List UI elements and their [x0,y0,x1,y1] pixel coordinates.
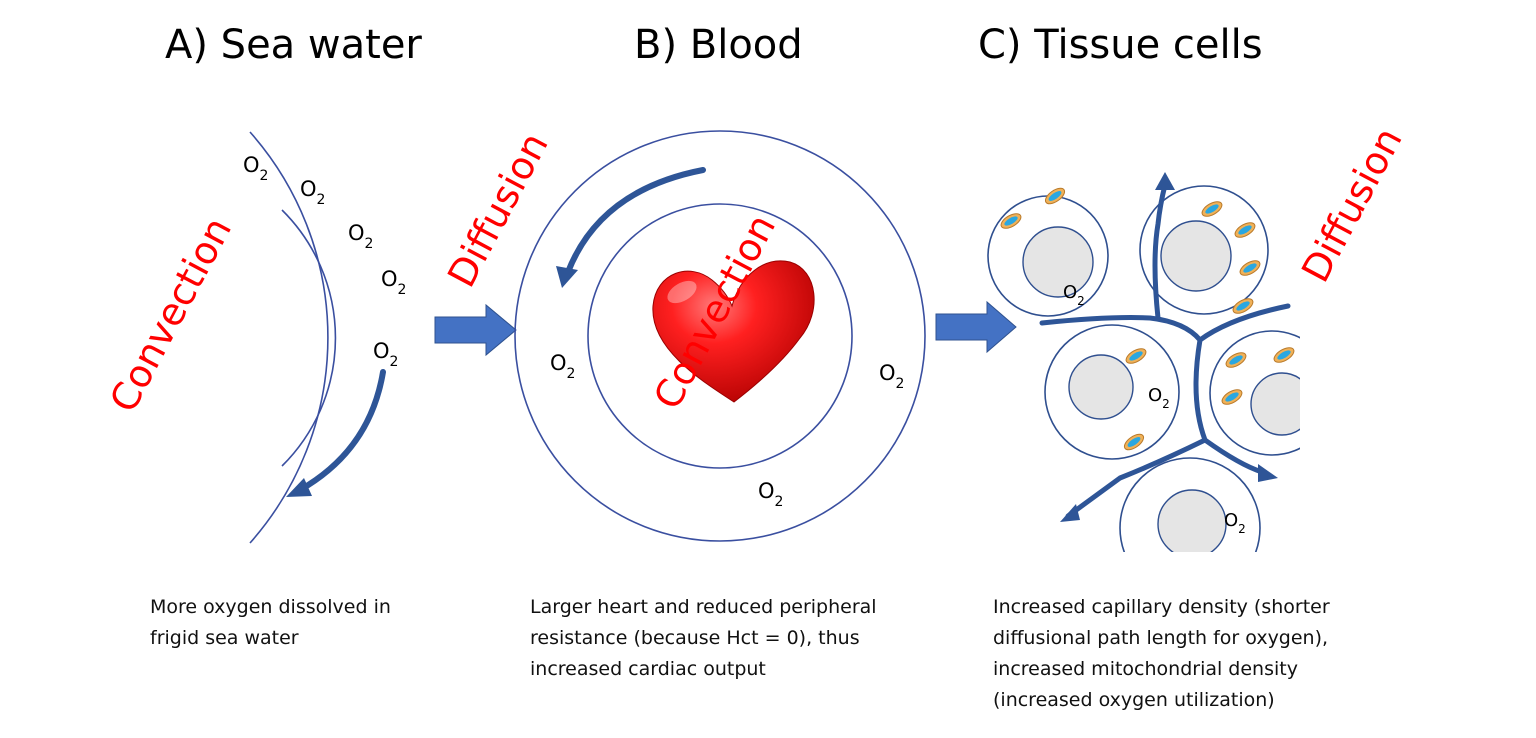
diffusion-label-ab: Diffusion [439,125,557,294]
tissue-cell [1119,457,1261,552]
blood-inner-circle [587,203,853,469]
tissue-cell [987,184,1109,317]
o2-label: O2 [1224,510,1246,536]
o2-label: O2 [381,267,406,298]
sea-water-panel: Convection O2 O2 O2 O2 O2 [101,131,406,544]
tissue-panel: O2 O2 O2 [987,172,1300,552]
o2-label: O2 [373,339,398,370]
curved-arrow-icon [286,369,386,497]
blood-outer-circle [514,130,926,542]
diffusion-label-c: Diffusion [1293,120,1411,289]
o2-label: O2 [550,351,575,382]
tissue-cell [1139,185,1269,317]
o2-label: O2 [348,221,373,252]
panel-b-title: B) Blood [634,22,803,68]
block-arrow-icon [935,300,1017,354]
panel-c-caption: Increased capillary density (shorter dif… [993,596,1330,711]
block-arrow-icon [434,303,517,357]
heart-icon [652,260,815,403]
panel-b-caption: Larger heart and reduced peripheral resi… [530,596,877,680]
panel-c-title: C) Tissue cells [978,22,1263,68]
sea-water-inner-arc [281,209,337,467]
blood-panel: Convection O2 O2 O2 [514,130,926,542]
panel-a-title: A) Sea water [165,22,422,68]
o2-label: O2 [243,153,268,184]
o2-label: O2 [1063,282,1085,308]
sea-water-outer-arc [249,131,329,544]
tissue-cell [1209,330,1300,456]
o2-label: O2 [1148,385,1170,411]
o2-label: O2 [758,479,783,510]
capillary-network [1039,172,1291,522]
curved-arrow-icon [556,167,706,288]
tissue-cell [1044,324,1180,460]
convection-label-a: Convection [101,210,240,419]
o2-label: O2 [879,361,904,392]
o2-label: O2 [300,177,325,208]
panel-a-caption: More oxygen dissolved in frigid sea wate… [150,596,391,649]
